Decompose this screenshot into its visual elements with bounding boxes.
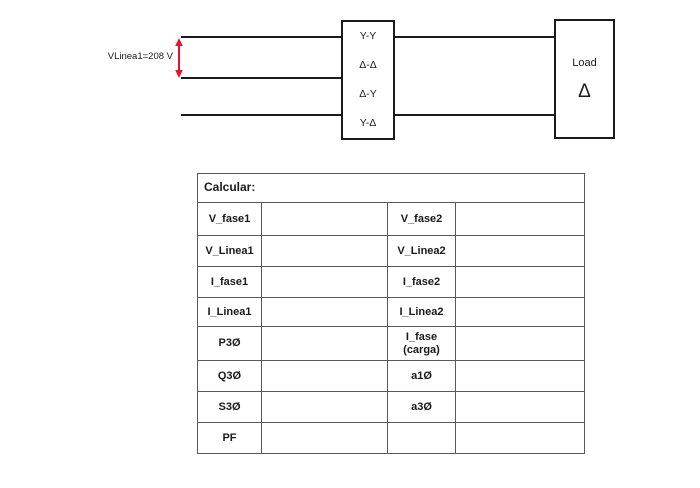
- calculation-table: Calcular: V_fase1 V_fase2 V_Linea1 V_Lin…: [197, 173, 585, 454]
- load-box: Load Δ: [554, 19, 615, 139]
- value-cell-right: [455, 266, 585, 298]
- transformer-config-box: Y-Y Δ-Δ Δ-Y Y-Δ: [341, 20, 395, 140]
- row-label-left: I_Linea1: [197, 297, 262, 327]
- value-cell-right: [455, 235, 585, 267]
- table-title: Calcular:: [197, 173, 585, 203]
- row-label-left: S3Ø: [197, 391, 262, 423]
- value-cell-left: [261, 297, 388, 327]
- row-label-right: a1Ø: [387, 360, 456, 392]
- row-label-right: [387, 422, 456, 454]
- row-label-right: I_Linea2: [387, 297, 456, 327]
- row-label-left: I_fase1: [197, 266, 262, 298]
- config-label-dy: Δ-Y: [359, 88, 377, 101]
- value-cell-left: [261, 360, 388, 392]
- table-row: V_Linea1 V_Linea2: [197, 235, 585, 267]
- source-wire-middle: [181, 77, 341, 79]
- load-wire-bottom: [395, 114, 554, 116]
- table-header-row: Calcular:: [197, 173, 585, 203]
- value-cell-right: [455, 326, 585, 361]
- value-cell-left: [261, 326, 388, 361]
- voltage-double-arrow-icon: [175, 38, 183, 78]
- value-cell-right: [455, 422, 585, 454]
- config-label-dd: Δ-Δ: [359, 59, 377, 72]
- delta-symbol: Δ: [578, 81, 591, 102]
- row-label-right: I_fase2: [387, 266, 456, 298]
- table-row: P3Ø I_fase (carga): [197, 326, 585, 361]
- row-label-left: V_fase1: [197, 202, 262, 236]
- value-cell-left: [261, 266, 388, 298]
- row-label-left: PF: [197, 422, 262, 454]
- row-label-left: V_Linea1: [197, 235, 262, 267]
- table-row: I_fase1 I_fase2: [197, 266, 585, 298]
- row-label-left: P3Ø: [197, 326, 262, 361]
- load-title: Load: [572, 57, 597, 69]
- table-row: V_fase1 V_fase2: [197, 202, 585, 236]
- value-cell-left: [261, 202, 388, 236]
- table-row: I_Linea1 I_Linea2: [197, 297, 585, 327]
- value-cell-left: [261, 422, 388, 454]
- table-row: PF: [197, 422, 585, 454]
- config-label-yy: Y-Y: [359, 30, 377, 43]
- source-wire-top: [181, 36, 341, 38]
- value-cell-right: [455, 391, 585, 423]
- table-row: Q3Ø a1Ø: [197, 360, 585, 392]
- row-label-right: V_Linea2: [387, 235, 456, 267]
- source-wire-bottom: [181, 114, 341, 116]
- row-label-right: a3Ø: [387, 391, 456, 423]
- load-wire-top: [395, 36, 554, 38]
- value-cell-left: [261, 391, 388, 423]
- value-cell-right: [455, 297, 585, 327]
- line-voltage-label: VLinea1=208 V: [107, 51, 173, 62]
- table-row: S3Ø a3Ø: [197, 391, 585, 423]
- value-cell-right: [455, 202, 585, 236]
- value-cell-right: [455, 360, 585, 392]
- row-label-right: V_fase2: [387, 202, 456, 236]
- value-cell-left: [261, 235, 388, 267]
- row-label-left: Q3Ø: [197, 360, 262, 392]
- row-label-right: I_fase (carga): [387, 326, 456, 361]
- config-label-yd: Y-Δ: [359, 117, 377, 130]
